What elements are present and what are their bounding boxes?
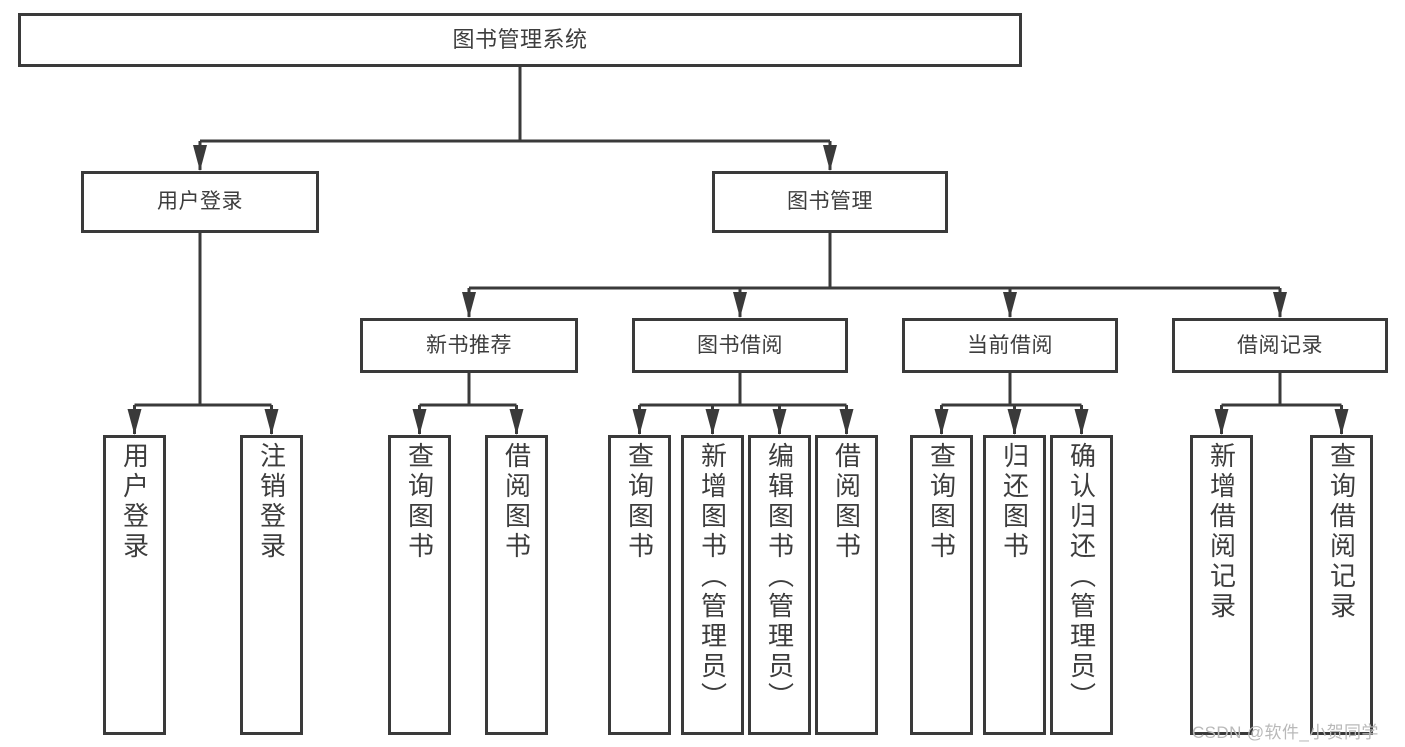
node-leaf-login-1[interactable]: 用户登录 xyxy=(103,435,166,735)
node-label: 归还图书 xyxy=(999,442,1030,562)
node-current[interactable]: 当前借阅 xyxy=(902,318,1118,373)
node-leaf-newbook-2[interactable]: 借阅图书 xyxy=(485,435,548,735)
node-label: 图书管理 xyxy=(787,190,873,214)
node-label: 用户登录 xyxy=(119,442,150,562)
arrowhead xyxy=(462,292,476,318)
arrowhead xyxy=(127,409,142,435)
node-label: 注销登录 xyxy=(256,442,287,562)
node-leaf-records-2[interactable]: 查询借阅记录 xyxy=(1310,435,1373,735)
node-label: 新增借阅记录 xyxy=(1206,442,1237,622)
node-label: 当前借阅 xyxy=(967,333,1053,357)
node-root[interactable]: 图书管理系统 xyxy=(18,13,1022,67)
node-leaf-current-2[interactable]: 归还图书 xyxy=(983,435,1046,735)
node-label: 借阅图书 xyxy=(831,442,862,562)
node-records[interactable]: 借阅记录 xyxy=(1172,318,1388,373)
node-newbook[interactable]: 新书推荐 xyxy=(360,318,578,373)
node-label: 新增图书（管理员） xyxy=(697,442,728,712)
node-leaf-borrow-4[interactable]: 借阅图书 xyxy=(815,435,878,735)
arrowhead xyxy=(1214,409,1229,435)
node-label: 图书管理系统 xyxy=(452,26,588,52)
node-leaf-borrow-2[interactable]: 新增图书（管理员） xyxy=(681,435,744,735)
node-label: 借阅图书 xyxy=(501,442,532,562)
node-bookmgmt[interactable]: 图书管理 xyxy=(712,171,948,233)
arrowhead xyxy=(509,409,524,435)
node-leaf-borrow-1[interactable]: 查询图书 xyxy=(608,435,671,735)
arrowhead xyxy=(705,409,720,435)
arrowhead xyxy=(839,409,854,435)
arrowhead xyxy=(193,145,207,171)
arrowhead xyxy=(1074,409,1089,435)
arrowhead xyxy=(934,409,949,435)
node-label: 确认归还（管理员） xyxy=(1066,442,1097,712)
node-borrow[interactable]: 图书借阅 xyxy=(632,318,848,373)
arrowhead xyxy=(1334,409,1349,435)
arrowhead xyxy=(1273,292,1287,318)
node-login[interactable]: 用户登录 xyxy=(81,171,319,233)
arrowhead xyxy=(632,409,647,435)
node-label: 借阅记录 xyxy=(1237,333,1323,357)
arrowhead xyxy=(412,409,427,435)
node-label: 编辑图书（管理员） xyxy=(764,442,795,712)
node-label: 新书推荐 xyxy=(426,333,512,357)
node-label: 查询图书 xyxy=(624,442,655,562)
arrowhead xyxy=(1007,409,1022,435)
node-label: 查询图书 xyxy=(926,442,957,562)
arrowhead xyxy=(823,145,837,171)
node-leaf-current-1[interactable]: 查询图书 xyxy=(910,435,973,735)
node-label: 查询借阅记录 xyxy=(1326,442,1357,622)
node-label: 查询图书 xyxy=(404,442,435,562)
arrowhead xyxy=(1003,292,1017,318)
node-leaf-login-2[interactable]: 注销登录 xyxy=(240,435,303,735)
node-label: 图书借阅 xyxy=(697,333,783,357)
node-leaf-borrow-3[interactable]: 编辑图书（管理员） xyxy=(748,435,811,735)
arrowhead xyxy=(264,409,279,435)
arrowhead xyxy=(733,292,747,318)
node-leaf-current-3[interactable]: 确认归还（管理员） xyxy=(1050,435,1113,735)
node-label: 用户登录 xyxy=(157,190,243,214)
node-leaf-newbook-1[interactable]: 查询图书 xyxy=(388,435,451,735)
node-leaf-records-1[interactable]: 新增借阅记录 xyxy=(1190,435,1253,735)
arrowhead xyxy=(772,409,787,435)
